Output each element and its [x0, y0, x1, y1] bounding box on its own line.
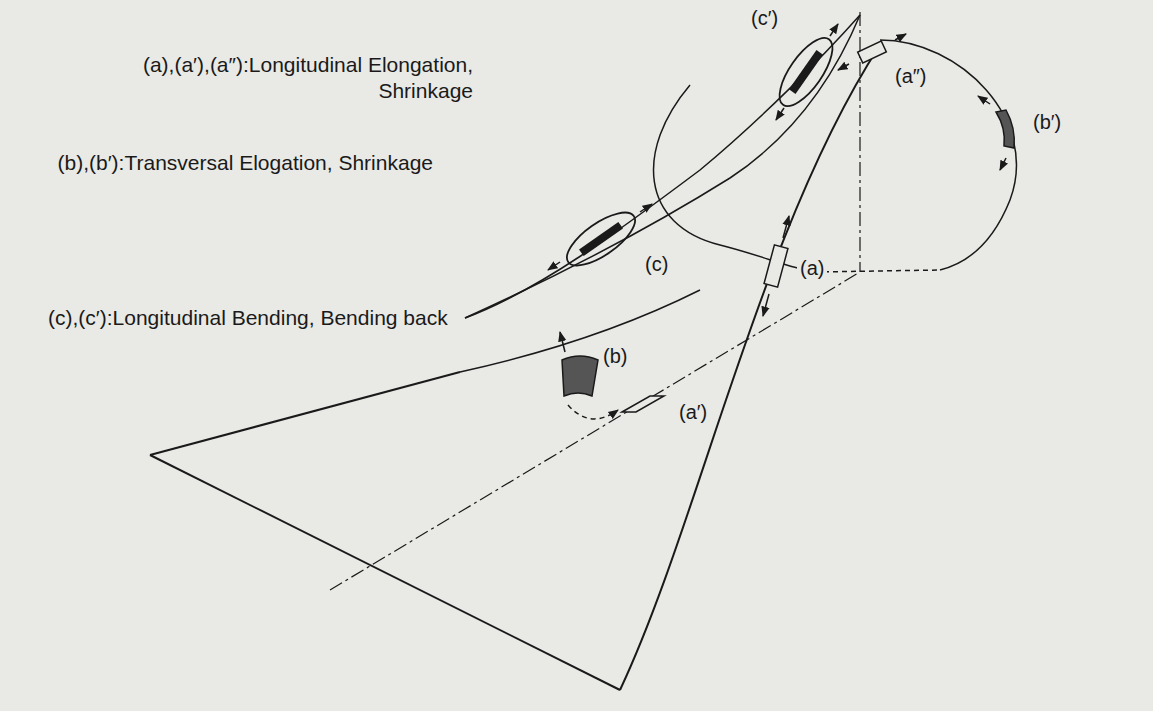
transversal-element [562, 356, 598, 396]
callout-label: (b′) [1030, 110, 1064, 135]
callout-label: (c′) [748, 6, 781, 31]
transversal-arrow [1000, 158, 1006, 170]
key-text: (b),(b′):Transversal Elogation, Shrinkag… [48, 150, 433, 176]
transversal-arrow [568, 405, 618, 419]
flange-edge [620, 45, 880, 690]
transversal-arrow [978, 96, 990, 104]
plate-back-edge [150, 372, 460, 455]
plate-front-edge [150, 455, 620, 690]
transversal-element [996, 110, 1014, 148]
key-text: (a),(a′),(a″):Longitudinal Elongation, S… [48, 52, 473, 105]
elongation-element [622, 396, 664, 412]
callout-label: (b) [600, 344, 630, 369]
callout-label: (c) [642, 252, 671, 277]
outer-arc [880, 40, 1016, 270]
callout-label: (a′) [676, 400, 710, 425]
bending-arrow [776, 108, 784, 120]
elongation-element [858, 41, 887, 63]
transversal-arrow [560, 332, 565, 352]
elongation-element [764, 245, 788, 287]
elongation-arrow [838, 64, 849, 70]
elongation-arrow [895, 34, 906, 40]
bending-arrow [548, 262, 560, 270]
bending-element [559, 203, 643, 275]
bending-element [770, 30, 842, 114]
bent-strip-edge [465, 15, 860, 318]
callout-label: (a″) [892, 64, 930, 89]
elongation-arrow [763, 294, 769, 316]
bent-strip-edge [465, 15, 860, 318]
section-arc [654, 85, 815, 272]
elongation-arrow [783, 216, 789, 238]
key-text: (c),(c′):Longitudinal Bending, Bending b… [48, 305, 494, 331]
bending-arrow [640, 204, 652, 212]
callout-label: (a) [797, 256, 827, 281]
bending-arrow [830, 24, 838, 36]
section-dashed [815, 270, 940, 272]
